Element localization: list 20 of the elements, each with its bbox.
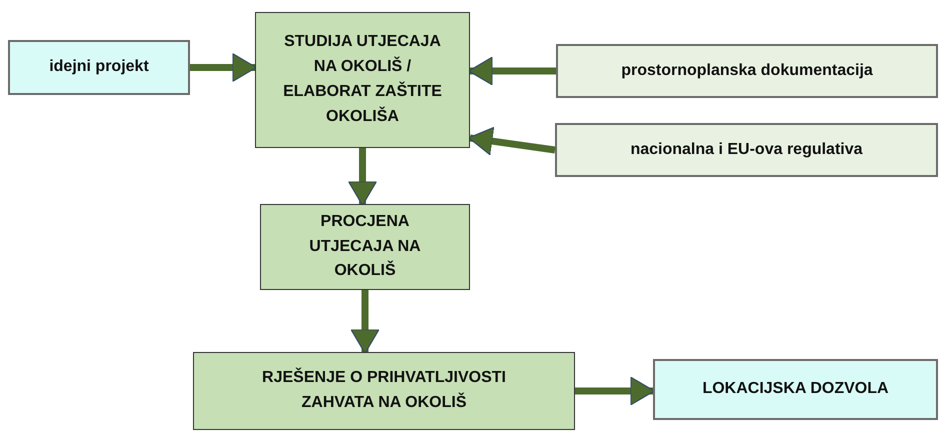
process-box xyxy=(193,352,575,430)
block-arrow xyxy=(348,148,378,206)
block-arrow xyxy=(468,126,556,156)
box-label: LOKACIJSKA DOZVOLA xyxy=(702,379,889,400)
box-label: idejni projekt xyxy=(49,57,149,78)
box-label: RJEŠENJE O PRIHVATLJIVOSTI ZAHVATA NA OKOLIŠ xyxy=(261,366,507,413)
box-label: STUDIJA UTJECAJA NA OKOLIŠ / ELABORAT ZAŠTITE OKOLIŠA xyxy=(282,32,443,127)
process-box xyxy=(8,40,190,95)
input-box xyxy=(555,123,938,177)
input-box xyxy=(556,44,938,98)
box-label: PROCJENA UTJECAJA NA OKOLIŠ xyxy=(308,212,422,282)
process-box xyxy=(653,359,938,420)
process-box xyxy=(255,12,470,148)
block-arrow xyxy=(350,290,380,354)
block-arrow xyxy=(190,52,257,82)
block-arrow xyxy=(468,56,556,86)
process-box xyxy=(260,204,470,290)
box-label: nacionalna i EU-ova regulativa xyxy=(630,140,863,160)
block-arrow xyxy=(575,376,655,406)
box-label: prostornoplanska dokumentacija xyxy=(621,60,873,81)
